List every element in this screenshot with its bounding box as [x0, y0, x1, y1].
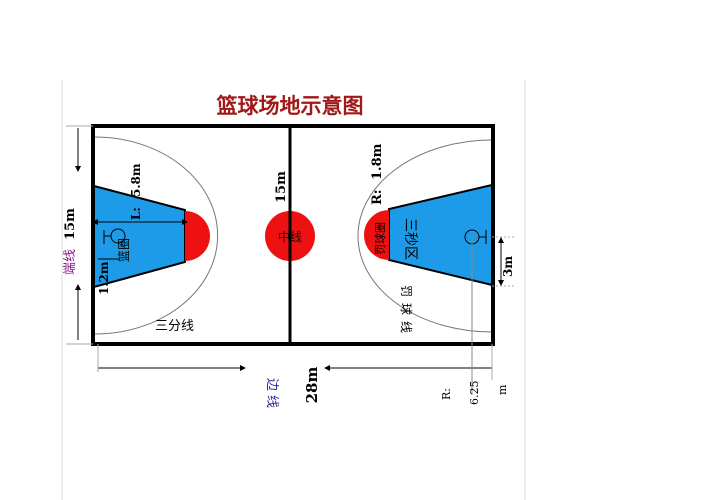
- arrowheads: [75, 166, 504, 371]
- free-throw-circle-label: 罚球圈: [373, 222, 387, 255]
- center-width-label: 15m: [274, 171, 289, 203]
- sideline-label: 边线: [264, 378, 279, 412]
- court-boundary: [91, 124, 495, 346]
- sideline-length-label: 28m: [303, 367, 321, 404]
- diagram-title: 篮球场地示意图: [216, 93, 364, 118]
- key-length-label: L:: [129, 207, 143, 220]
- free-throw-radius-prefix: R:: [370, 189, 385, 205]
- three-point-radius-prefix: R:: [440, 388, 453, 400]
- free-throw-radius-label: 1.8m: [370, 143, 385, 180]
- right-free-throw-circle: [364, 210, 389, 260]
- center-circle-label: 中线: [278, 229, 302, 244]
- three-point-radius-unit: m: [496, 384, 509, 395]
- dimension-lines: [66, 125, 515, 395]
- left-free-throw-circle: [185, 211, 210, 261]
- left-three-point-arc: [94, 136, 219, 335]
- restricted-area-label: 三秒区: [402, 218, 418, 260]
- half-width-label: 3m: [501, 256, 515, 277]
- right-three-point-arc: [357, 139, 493, 333]
- three-point-label: 三分线: [155, 319, 194, 334]
- endline-label: 端线: [63, 249, 78, 275]
- key-slant-label: 5.8m: [129, 163, 143, 197]
- endline-width-label: 15m: [63, 208, 78, 240]
- free-throw-line-label: 罚球线: [399, 285, 413, 339]
- three-point-radius-label: 6.25: [468, 381, 481, 406]
- basket-label: 篮圈: [116, 238, 131, 262]
- basket-offset-label: 1.2m: [97, 261, 111, 295]
